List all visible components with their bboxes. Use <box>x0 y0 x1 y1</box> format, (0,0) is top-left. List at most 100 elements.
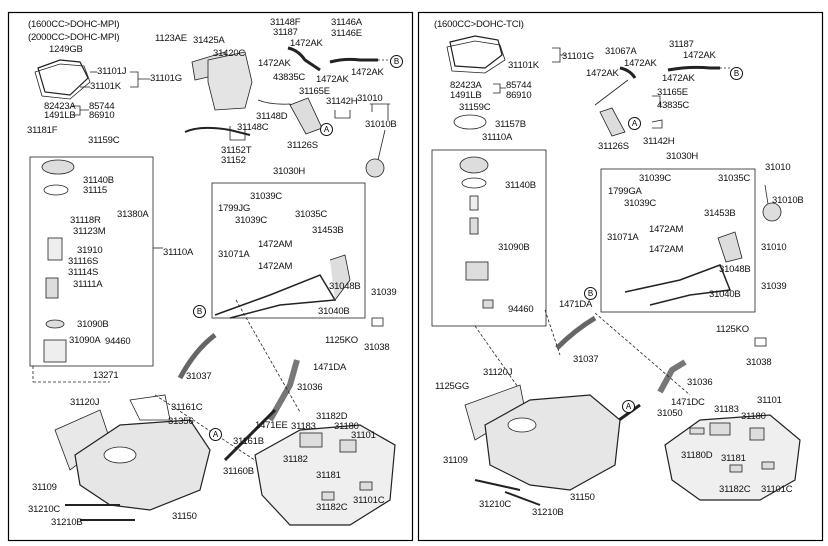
part-number-label[interactable]: 31116S <box>68 256 99 267</box>
part-number-label[interactable]: 31010B <box>365 119 397 130</box>
part-number-label[interactable]: 31090B <box>498 242 530 253</box>
part-number-label[interactable]: 31150 <box>172 511 197 522</box>
part-number-label[interactable]: 31183 <box>291 421 316 432</box>
part-number-label[interactable]: 1125GG <box>435 381 470 392</box>
part-number-label[interactable]: 31120J <box>70 397 100 408</box>
part-number-label[interactable]: 31161B <box>233 436 264 447</box>
part-number-label[interactable]: 31037 <box>186 371 212 382</box>
part-number-label[interactable]: 1472AK <box>316 74 349 85</box>
part-number-label[interactable]: 31182C <box>719 484 751 495</box>
part-number-label[interactable]: 82423A <box>44 101 76 112</box>
part-number-label[interactable]: 1471DA <box>559 299 593 310</box>
part-number-label[interactable]: 31038 <box>364 342 390 353</box>
part-number-label[interactable]: 1472AM <box>649 224 684 235</box>
part-number-label[interactable]: 31152T <box>221 145 252 156</box>
part-number-label[interactable]: 31040B <box>318 306 350 317</box>
part-number-label[interactable]: 82423A <box>450 80 482 91</box>
part-number-label[interactable]: 31157B <box>495 119 526 130</box>
part-number-label[interactable]: 31160B <box>223 466 254 477</box>
part-number-label[interactable]: 31183 <box>714 404 739 415</box>
part-number-label[interactable]: 31146E <box>331 28 362 39</box>
part-number-label[interactable]: 31109 <box>32 482 57 493</box>
part-number-label[interactable]: 31140B <box>505 180 536 191</box>
part-number-label[interactable]: 31010 <box>357 93 383 104</box>
part-number-label[interactable]: 31126S <box>598 141 629 152</box>
part-number-label[interactable]: 1491LB <box>450 90 482 101</box>
part-number-label[interactable]: 31110A <box>482 132 513 143</box>
part-number-label[interactable]: 31148C <box>237 122 269 133</box>
part-number-label[interactable]: 31101G <box>150 73 182 84</box>
part-number-label[interactable]: 31035C <box>295 209 328 220</box>
part-number-label[interactable]: 31146A <box>331 17 362 28</box>
part-number-label[interactable]: 31039C <box>250 191 283 202</box>
part-number-label[interactable]: 31210B <box>532 507 564 518</box>
part-number-label[interactable]: 86910 <box>506 90 532 101</box>
part-number-label[interactable]: 1472AK <box>586 68 619 79</box>
part-number-label[interactable]: 31101C <box>761 484 793 495</box>
part-number-label[interactable]: 31101G <box>562 51 594 62</box>
part-number-label[interactable]: 31182C <box>316 502 348 513</box>
part-number-label[interactable]: 86910 <box>89 110 115 121</box>
part-number-label[interactable]: 31101K <box>90 81 121 92</box>
part-number-label[interactable]: 85744 <box>89 101 115 112</box>
part-number-label[interactable]: 31039 <box>761 281 787 292</box>
part-number-label[interactable]: 1125KO <box>325 335 358 346</box>
part-number-label[interactable]: 1249GB <box>49 44 83 55</box>
part-number-label[interactable]: 31148D <box>256 111 288 122</box>
part-number-label[interactable]: 1491LB <box>44 110 76 121</box>
part-number-label[interactable]: 31210C <box>479 499 512 510</box>
part-number-label[interactable]: 31126S <box>287 140 318 151</box>
part-number-label[interactable]: 1472AM <box>258 261 293 272</box>
part-number-label[interactable]: 31030H <box>666 151 699 162</box>
part-number-label[interactable]: 31030H <box>273 166 306 177</box>
part-number-label[interactable]: 31210C <box>28 504 61 515</box>
part-number-label[interactable]: 31101 <box>757 395 782 406</box>
part-number-label[interactable]: 1123AE <box>155 33 187 44</box>
part-number-label[interactable]: 31182 <box>283 454 308 465</box>
part-number-label[interactable]: 1471EE <box>255 420 288 431</box>
part-number-label[interactable]: 1472AK <box>258 58 291 69</box>
part-number-label[interactable]: 31161C <box>171 402 203 413</box>
part-number-label[interactable]: 31120J <box>483 367 513 378</box>
part-number-label[interactable]: 31910 <box>77 245 103 256</box>
part-number-label[interactable]: 1472AK <box>351 67 384 78</box>
part-number-label[interactable]: 43835C <box>273 72 306 83</box>
part-number-label[interactable]: 31142H <box>326 96 358 107</box>
part-number-label[interactable]: 31036 <box>687 377 713 388</box>
part-number-label[interactable]: 31010 <box>765 162 791 173</box>
part-number-label[interactable]: 31165E <box>299 86 330 97</box>
part-number-label[interactable]: 1799JG <box>218 203 251 214</box>
part-number-label[interactable]: 31040B <box>709 289 741 300</box>
part-number-label[interactable]: 1472AK <box>662 73 695 84</box>
part-number-label[interactable]: 31181F <box>27 125 58 136</box>
part-number-label[interactable]: 31039C <box>639 173 672 184</box>
part-number-label[interactable]: 1125KO <box>716 324 749 335</box>
part-number-label[interactable]: 31115 <box>83 185 108 196</box>
part-number-label[interactable]: 31039 <box>371 287 397 298</box>
part-number-label[interactable]: 31165E <box>657 87 688 98</box>
part-number-label[interactable]: 13271 <box>93 370 119 381</box>
part-number-label[interactable]: 31380A <box>117 209 149 220</box>
part-number-label[interactable]: 31101J <box>97 66 127 77</box>
part-number-label[interactable]: 31109 <box>443 455 468 466</box>
part-number-label[interactable]: 1472AK <box>683 50 716 61</box>
part-number-label[interactable]: 31152 <box>221 155 246 166</box>
part-number-label[interactable]: 1799GA <box>608 186 642 197</box>
part-number-label[interactable]: 31118R <box>70 215 101 226</box>
part-number-label[interactable]: 31071A <box>218 249 250 260</box>
part-number-label[interactable]: 1472AK <box>624 58 657 69</box>
part-number-label[interactable]: 31035C <box>718 173 751 184</box>
part-number-label[interactable]: 31090B <box>77 319 109 330</box>
part-number-label[interactable]: 94460 <box>105 336 131 347</box>
part-number-label[interactable]: 1471DC <box>671 397 705 408</box>
part-number-label[interactable]: 1471DA <box>313 362 347 373</box>
part-number-label[interactable]: 31090A <box>69 335 101 346</box>
part-number-label[interactable]: 31111A <box>73 279 103 290</box>
part-number-label[interactable]: 31110A <box>163 247 194 258</box>
part-number-label[interactable]: 85744 <box>506 80 532 91</box>
part-number-label[interactable]: 31037 <box>573 354 599 365</box>
part-number-label[interactable]: 31180 <box>334 421 359 432</box>
part-number-label[interactable]: 31453B <box>704 208 736 219</box>
part-number-label[interactable]: 31148F <box>270 17 301 28</box>
part-number-label[interactable]: 94460 <box>508 304 534 315</box>
